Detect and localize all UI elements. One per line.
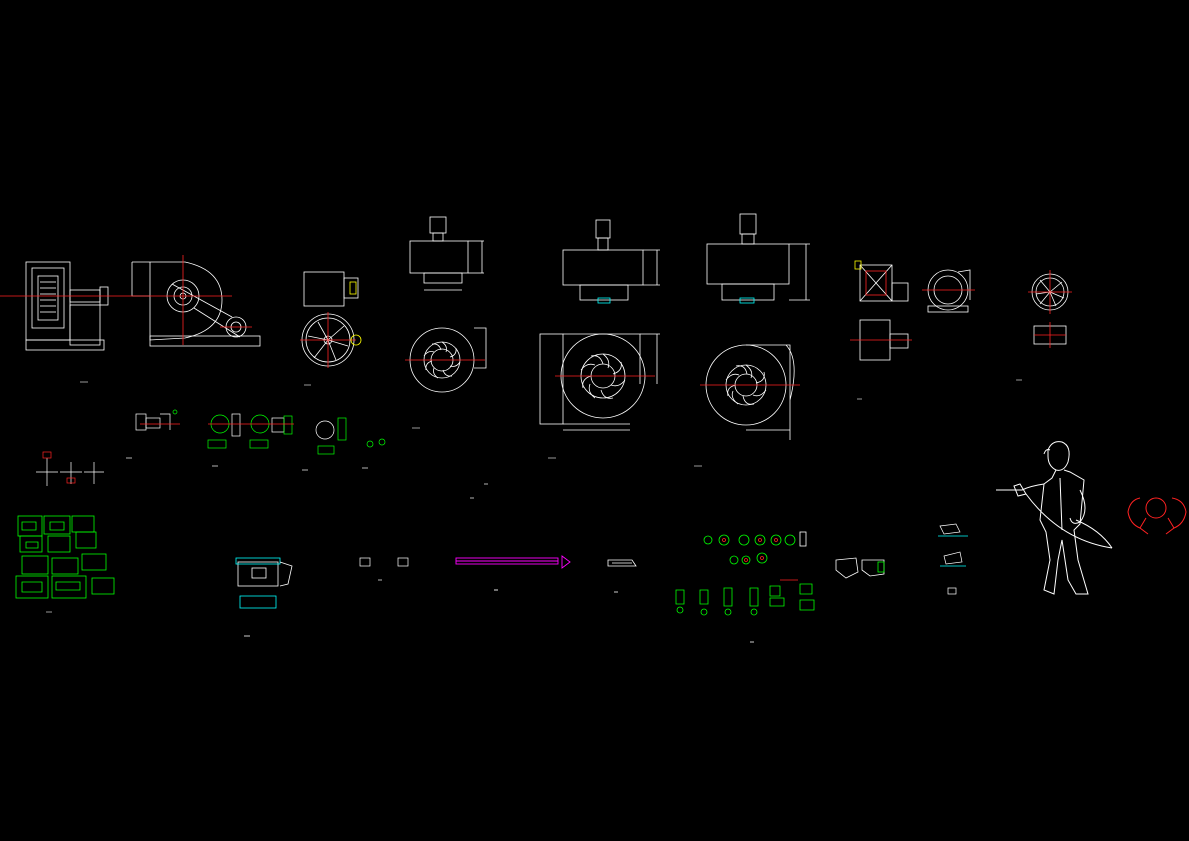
duct-bend-symbol xyxy=(607,559,637,593)
magenta-duct-section xyxy=(455,555,571,591)
hood-outlines xyxy=(750,557,885,643)
roof-centrifugal-fan-small xyxy=(405,216,487,393)
worker-with-spray-gun xyxy=(996,441,1113,595)
valve-fittings-set xyxy=(675,531,815,616)
roof-centrifugal-fan-medium xyxy=(539,219,660,431)
axial-fan-impeller xyxy=(300,312,362,368)
axial-duct-fan xyxy=(1028,270,1072,348)
valve-fittings-red-marks xyxy=(722,538,798,581)
pulley-detail-row xyxy=(126,409,386,471)
cabinet-unit xyxy=(235,557,293,637)
centrifugal-fan-small-front xyxy=(922,269,975,313)
inline-fan-box xyxy=(850,260,912,361)
small-unit-symbols xyxy=(359,483,488,581)
belt-driven-fan-front-view xyxy=(120,255,261,347)
worker-top-view xyxy=(1127,497,1187,535)
fitting-detail-sheets xyxy=(15,515,115,599)
flange-symbols xyxy=(36,451,104,486)
roof-centrifugal-fan-large xyxy=(700,213,810,440)
centrifugal-fan-side-view xyxy=(0,261,120,351)
axial-fan-box xyxy=(303,271,359,307)
spray-gun-components xyxy=(938,523,968,595)
